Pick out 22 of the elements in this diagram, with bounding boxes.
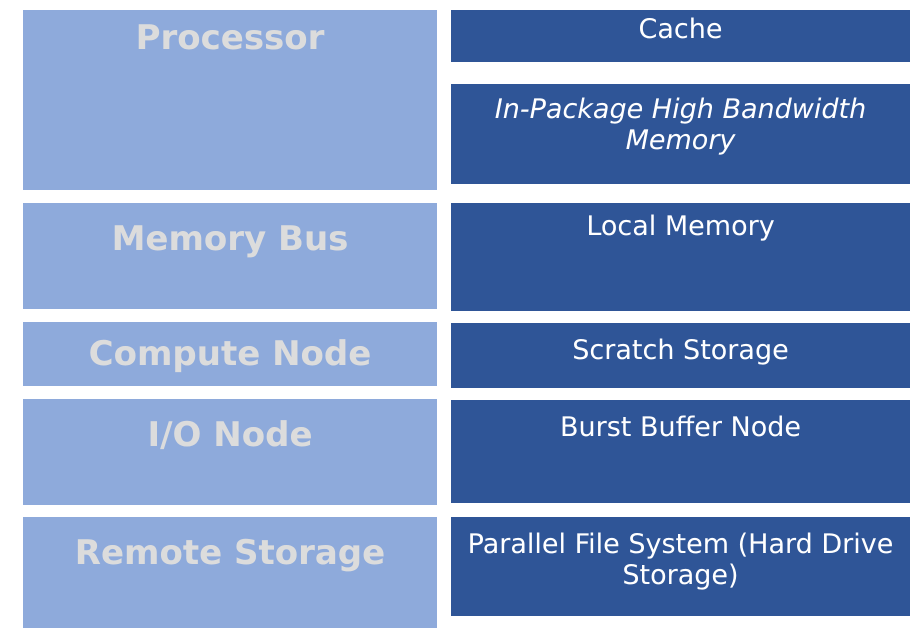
level-label: Remote Storage <box>74 533 386 573</box>
level-box <box>23 399 437 505</box>
level-label: I/O Node <box>147 415 313 455</box>
memory-tier-box <box>451 323 910 388</box>
level-label: Compute Node <box>88 334 372 374</box>
memory-tier-box <box>451 517 910 616</box>
memory-tier-box <box>451 10 910 62</box>
tier-label: Cache <box>638 14 722 45</box>
memory-tier-box <box>451 203 910 311</box>
level-box <box>23 10 437 190</box>
tier-label: Scratch Storage <box>572 335 789 366</box>
level-box <box>23 517 437 628</box>
level-label: Memory Bus <box>112 219 348 259</box>
tier-label: Parallel File System (Hard Drive Storage) <box>466 529 894 591</box>
memory-tier-box <box>451 400 910 503</box>
tier-label: Local Memory <box>586 211 775 242</box>
tier-label: Burst Buffer Node <box>560 412 801 443</box>
tier-label: In-Package High Bandwidth Memory <box>494 94 868 156</box>
memory-tier-box <box>451 84 910 184</box>
level-box <box>23 322 437 386</box>
level-label: Processor <box>136 18 324 58</box>
level-box <box>23 203 437 309</box>
